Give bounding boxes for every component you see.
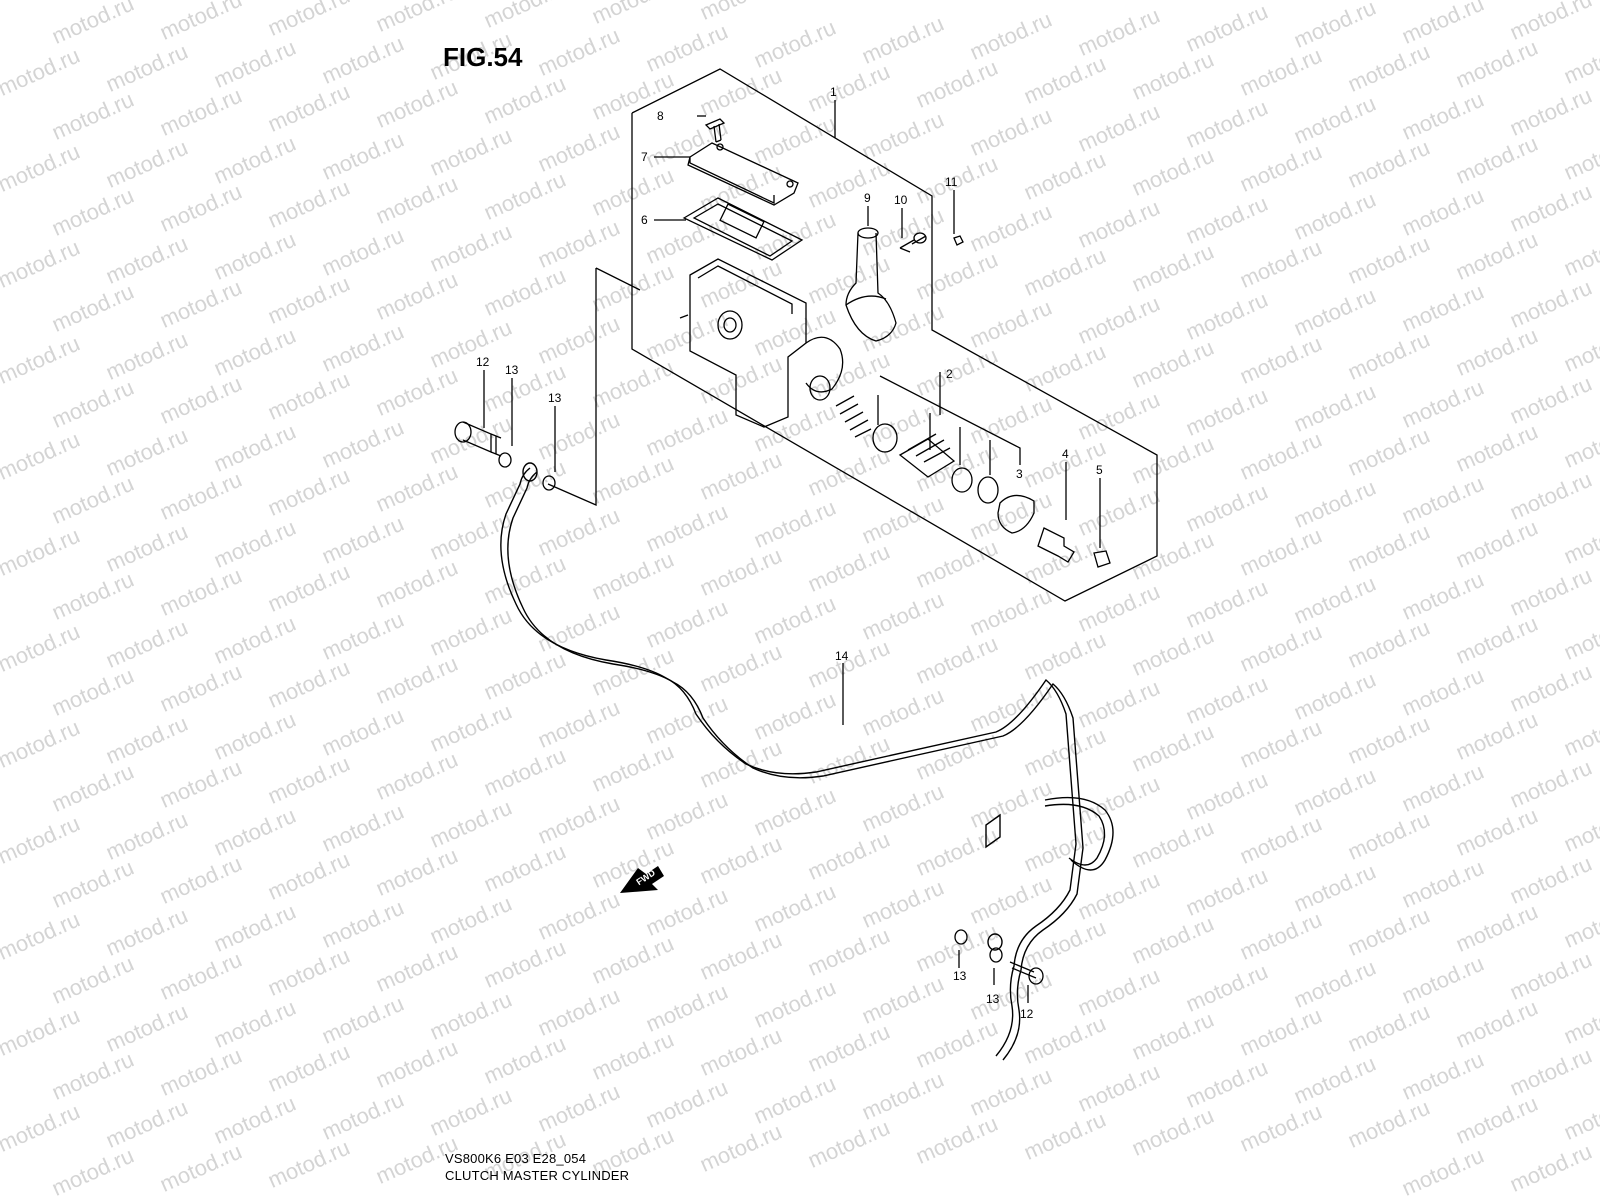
callout-10: 10 bbox=[894, 193, 908, 207]
screw-part bbox=[704, 118, 726, 143]
fwd-arrow: FWD bbox=[620, 866, 664, 893]
lock-nut bbox=[1093, 550, 1111, 568]
washer-lower-1 bbox=[954, 929, 968, 945]
callout-6: 6 bbox=[641, 213, 648, 227]
washer-upper-2 bbox=[542, 475, 556, 491]
callout-12-upper: 12 bbox=[476, 355, 490, 369]
push-rod bbox=[1037, 527, 1075, 563]
callout-13-upper-a: 13 bbox=[505, 363, 519, 377]
callout-14: 14 bbox=[835, 649, 849, 663]
callout-13-lower-b: 13 bbox=[986, 992, 1000, 1006]
kit-bracket bbox=[879, 375, 1021, 465]
circlip bbox=[977, 476, 999, 504]
callout-12-lower: 12 bbox=[1020, 1007, 1034, 1021]
reservoir-cap bbox=[687, 142, 799, 206]
callout-7: 7 bbox=[641, 150, 648, 164]
small-screw bbox=[953, 235, 964, 246]
callout-8: 8 bbox=[657, 109, 664, 123]
washer-lower-2 bbox=[989, 947, 1003, 963]
model-code: VS800K6 E03 E28_054 bbox=[445, 1151, 587, 1166]
dust-boot bbox=[997, 494, 1035, 534]
diagram-name: CLUTCH MASTER CYLINDER bbox=[445, 1168, 630, 1183]
washer bbox=[951, 467, 973, 493]
callout-13-lower-a: 13 bbox=[953, 969, 967, 983]
piston-spring bbox=[835, 395, 956, 478]
callout-5: 5 bbox=[1096, 463, 1103, 477]
callout-1: 1 bbox=[830, 85, 837, 99]
banjo-bolt-upper bbox=[454, 421, 502, 457]
assembly-boundary bbox=[631, 68, 1158, 602]
master-cylinder-body bbox=[679, 258, 844, 428]
callout-9: 9 bbox=[864, 191, 871, 205]
callout-4: 4 bbox=[1062, 447, 1069, 461]
lever-holder bbox=[845, 227, 897, 342]
callout-11: 11 bbox=[945, 175, 958, 189]
diaphragm bbox=[682, 197, 804, 261]
washer-upper-1 bbox=[498, 452, 512, 468]
holder-bolt bbox=[899, 232, 927, 253]
banjo-bolt-lower bbox=[1009, 961, 1044, 985]
figure-title: FIG.54 bbox=[443, 42, 523, 72]
clutch-hose bbox=[500, 462, 1114, 1061]
hose-bracket-line bbox=[547, 268, 597, 506]
callout-3: 3 bbox=[1016, 467, 1023, 481]
callout-2: 2 bbox=[946, 367, 953, 381]
callout-13-upper-b: 13 bbox=[548, 391, 562, 405]
